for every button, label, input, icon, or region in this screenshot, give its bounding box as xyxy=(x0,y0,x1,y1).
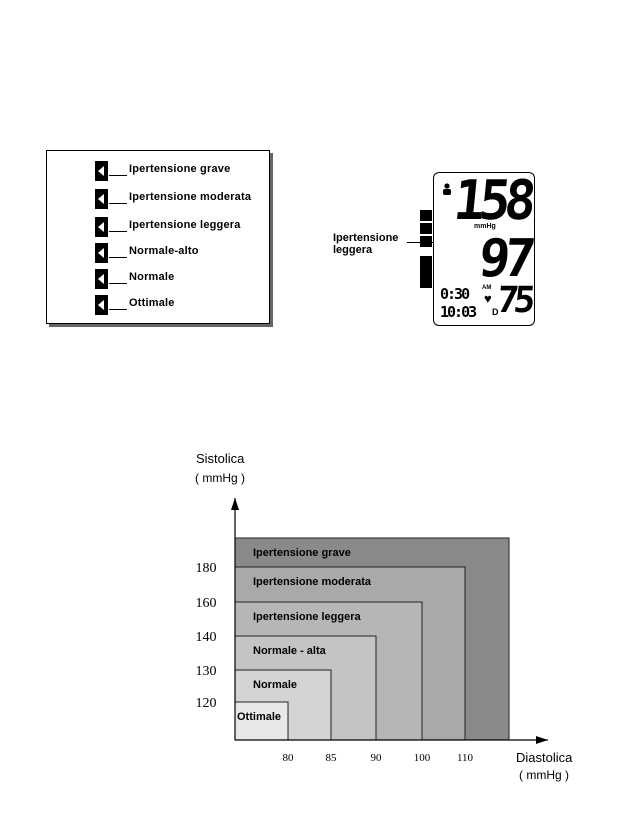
legend-label: Ottimale xyxy=(129,297,175,309)
x-tick-label: 90 xyxy=(371,752,383,764)
pointer-label-line2: leggera xyxy=(333,244,373,256)
legend-label: Ipertensione grave xyxy=(129,163,231,175)
lcd-display: 158 mmHg 97 0:30 AM ♥ 10:03 D 75 xyxy=(433,169,535,326)
user-icon xyxy=(443,183,451,195)
y-tick-label: 180 xyxy=(196,561,217,576)
pulse-reading: 75 xyxy=(494,280,533,321)
time-reading: 0:30 xyxy=(440,285,470,303)
lcd-segment-icon xyxy=(95,217,108,237)
ampm-indicator: AM xyxy=(482,285,492,291)
date-reading: 10:03 xyxy=(440,303,477,321)
zone-label: Ipertensione moderata xyxy=(253,576,372,588)
legend-label: Ipertensione leggera xyxy=(129,219,241,231)
unit-label: mmHg xyxy=(474,223,496,230)
lcd-segment-icon xyxy=(95,243,108,263)
zone-label: Ipertensione grave xyxy=(253,547,351,559)
y-tick-label: 160 xyxy=(196,596,217,611)
legend-label: Normale-alto xyxy=(129,245,199,257)
y-axis-unit: ( mmHg ) xyxy=(195,471,245,485)
zone-label: Ottimale xyxy=(237,711,281,723)
x-tick-label: 100 xyxy=(414,752,431,764)
pointer-label: Ipertensione leggera xyxy=(333,232,398,256)
zone-label: Ipertensione leggera xyxy=(253,611,361,623)
x-axis-arrow-icon xyxy=(536,736,548,744)
zone-label: Normale - alta xyxy=(253,645,327,657)
zone-rect xyxy=(234,701,289,741)
x-axis-title: Diastolica xyxy=(516,750,573,765)
lcd-segment-icon xyxy=(95,269,108,289)
date-suffix: D xyxy=(492,307,499,317)
legend-label: Ipertensione moderata xyxy=(129,191,252,203)
classification-bar-indicator xyxy=(420,210,432,288)
lcd-segment-icon xyxy=(95,189,108,209)
systolic-reading: 158 xyxy=(450,169,534,233)
legend-label: Normale xyxy=(129,271,175,283)
y-tick-label: 140 xyxy=(196,630,217,645)
diastolic-reading: 97 xyxy=(476,229,534,289)
lcd-segment-icon xyxy=(95,161,108,181)
bar-fill xyxy=(420,256,432,288)
classification-legend: Ipertensione grave Ipertensione moderata… xyxy=(46,150,270,324)
zone-label: Normale xyxy=(253,679,297,691)
y-tick-label: 120 xyxy=(196,696,217,711)
pointer-label-line1: Ipertensione xyxy=(333,232,399,244)
bar-segment xyxy=(420,223,432,234)
lcd-segment-icon xyxy=(95,295,108,315)
y-tick-label: 130 xyxy=(196,664,217,679)
heart-icon: ♥ xyxy=(484,291,492,306)
bar-segment xyxy=(420,236,432,247)
y-axis-arrow-icon xyxy=(231,498,239,510)
x-tick-label: 80 xyxy=(283,752,295,764)
x-axis-unit: ( mmHg ) xyxy=(519,768,569,782)
x-tick-label: 110 xyxy=(457,752,474,764)
x-tick-label: 85 xyxy=(326,752,338,764)
bar-segment xyxy=(420,210,432,221)
y-axis-title: Sistolica xyxy=(196,451,245,466)
